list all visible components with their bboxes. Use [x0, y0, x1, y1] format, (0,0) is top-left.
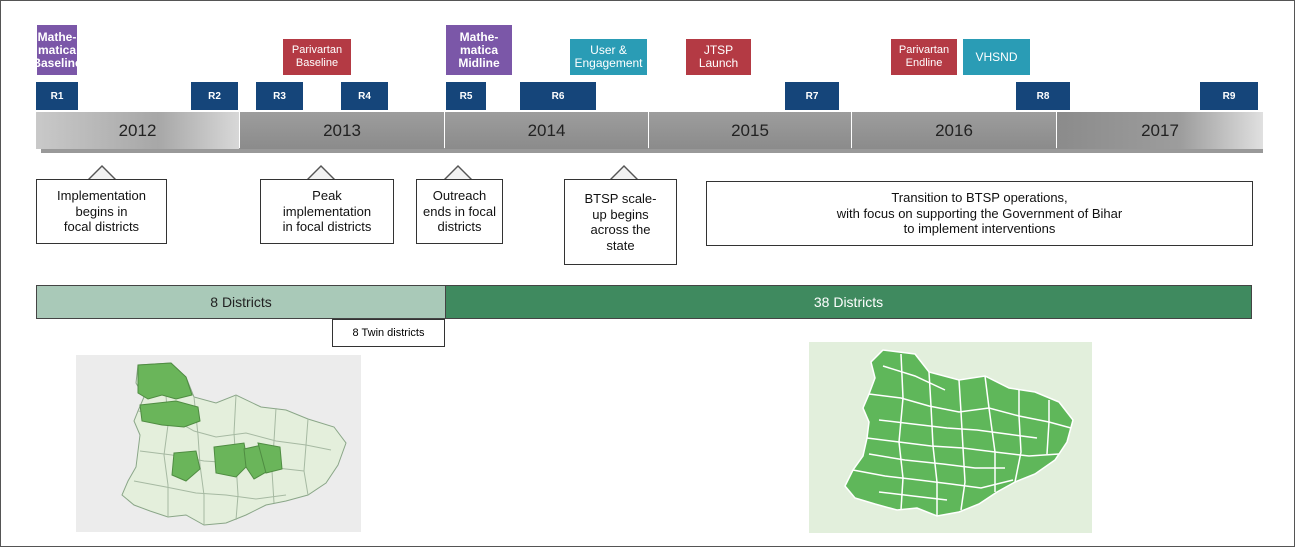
- twin-districts-label: 8 Twin districts: [332, 319, 445, 347]
- event-jtsp-launch: JTSP Launch: [686, 39, 751, 75]
- callout-peak-implementation: Peak implementation in focal districts: [260, 179, 394, 244]
- callout-pointer-fill: [445, 167, 471, 180]
- bihar-map-all-icon: [844, 349, 1074, 517]
- year-2013: 2013: [240, 112, 444, 149]
- map-8-districts: [76, 355, 361, 532]
- map-38-districts: [809, 342, 1092, 533]
- round-marker-r3: R3: [256, 82, 303, 110]
- round-marker-r5: R5: [446, 82, 486, 110]
- round-marker-r4: R4: [341, 82, 388, 110]
- year-2015: 2015: [649, 112, 851, 149]
- bar-8-districts: 8 Districts: [36, 285, 446, 319]
- callout-pointer-fill: [89, 167, 115, 180]
- year-2016: 2016: [852, 112, 1056, 149]
- bihar-map-focal-icon: [121, 362, 347, 526]
- event-parivartan-endline: Parivartan Endline: [891, 39, 957, 75]
- event-vhsnd: VHSND: [963, 39, 1030, 75]
- event-parivartan-baseline: Parivartan Baseline: [283, 39, 351, 75]
- round-marker-r8: R8: [1016, 82, 1070, 110]
- round-marker-r2: R2: [191, 82, 238, 110]
- callout-pointer-fill: [611, 167, 637, 180]
- callout-btsp-scaleup: BTSP scale- up begins across the state: [564, 179, 677, 265]
- event-user-engagement: User & Engagement: [570, 39, 647, 75]
- year-band-shadow: [41, 148, 1263, 153]
- year-2017: 2017: [1057, 112, 1263, 149]
- callout-pointer-fill: [308, 167, 334, 180]
- callout-implementation-begins: Implementation begins in focal districts: [36, 179, 167, 244]
- year-2014: 2014: [445, 112, 648, 149]
- round-marker-r9: R9: [1200, 82, 1258, 110]
- event-mathematica-midline: Mathe- matica Midline: [446, 25, 512, 75]
- callout-outreach-ends: Outreach ends in focal districts: [416, 179, 503, 244]
- callout-transition-btsp: Transition to BTSP operations, with focu…: [706, 181, 1253, 246]
- round-marker-r1: R1: [36, 82, 78, 110]
- bar-38-districts: 38 Districts: [445, 285, 1252, 319]
- round-marker-r6: R6: [520, 82, 596, 110]
- event-mathematica-baseline: Mathe- matica Baseline: [32, 25, 82, 75]
- round-marker-r7: R7: [785, 82, 839, 110]
- year-2012: 2012: [36, 112, 239, 149]
